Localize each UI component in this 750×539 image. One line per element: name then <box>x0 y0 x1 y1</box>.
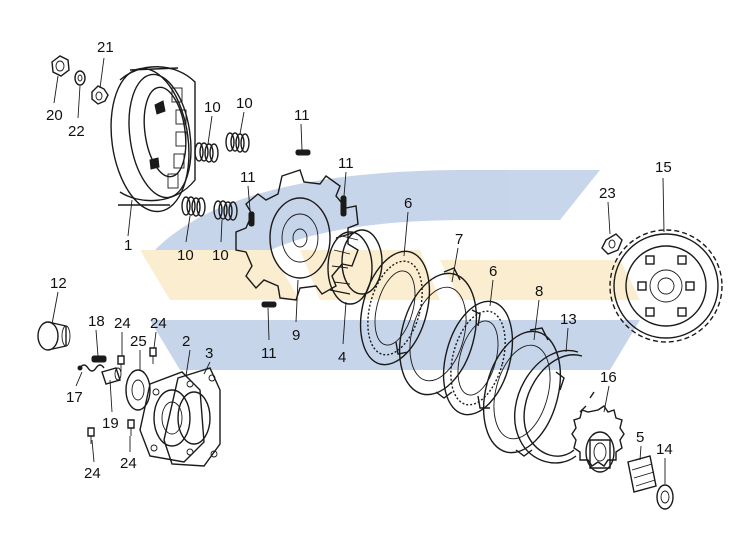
label-part-20: 20 <box>46 107 63 124</box>
spring-part-10-a <box>194 142 219 163</box>
label-part-12: 12 <box>50 275 67 292</box>
washer-part-14 <box>656 484 674 510</box>
label-part-3: 3 <box>205 345 213 362</box>
screw-part-24-c <box>87 427 95 444</box>
clutch-hub-part-9 <box>235 169 359 301</box>
watermark-logo <box>140 170 640 370</box>
label-part-23: 23 <box>599 185 616 202</box>
label-part-7: 7 <box>455 231 463 248</box>
primary-gear-part-15 <box>609 229 723 343</box>
label-part-25: 25 <box>130 333 147 350</box>
label-part-9: 9 <box>292 327 300 344</box>
pin-part-11-d <box>261 301 277 308</box>
lock-washer-part-21 <box>91 85 109 105</box>
snap-ring-part-13 <box>514 349 595 464</box>
label-part-10-a: 10 <box>204 99 221 116</box>
callout-labels: 20 22 21 1 10 10 11 11 11 10 10 11 9 4 6… <box>46 39 673 482</box>
roller-part-19 <box>101 367 122 385</box>
spring-part-10-d <box>213 200 238 221</box>
label-part-14: 14 <box>656 441 673 458</box>
label-part-17: 17 <box>66 389 83 406</box>
label-part-24-a: 24 <box>114 315 131 332</box>
needle-bearing-part-5 <box>627 455 657 493</box>
label-part-6-a: 6 <box>404 195 412 212</box>
cam-plate-part-25 <box>125 369 151 411</box>
label-part-1: 1 <box>124 237 132 254</box>
cover-part-3 <box>163 367 221 467</box>
label-part-11-d: 11 <box>261 345 277 362</box>
label-part-15: 15 <box>655 159 672 176</box>
label-part-24-d: 24 <box>120 455 137 472</box>
spring-part-10-c <box>181 196 206 217</box>
drive-plate-part-8 <box>477 327 565 457</box>
label-part-8: 8 <box>535 283 543 300</box>
label-part-24-c: 24 <box>84 465 101 482</box>
label-part-10-c: 10 <box>177 247 194 264</box>
one-way-clutch-part-4 <box>327 229 383 305</box>
label-part-19: 19 <box>102 415 119 432</box>
spring-part-10-b <box>225 132 250 153</box>
label-part-2: 2 <box>182 333 190 350</box>
label-part-11-b: 11 <box>338 155 354 172</box>
pin-part-11-a <box>295 149 311 156</box>
nut-part-20 <box>51 55 70 77</box>
screw-part-24-b <box>149 347 157 364</box>
label-part-18: 18 <box>88 313 105 330</box>
cam-button-part-12 <box>37 321 71 351</box>
screw-part-24-a <box>117 355 125 372</box>
washer-part-22 <box>74 70 86 86</box>
label-part-11-a: 11 <box>294 107 310 124</box>
label-part-13: 13 <box>560 311 577 328</box>
small-gear-part-16 <box>571 405 625 473</box>
steel-plate-part-7 <box>395 267 481 399</box>
spring-part-17 <box>77 364 105 372</box>
clutch-outer-drum <box>110 66 196 213</box>
washer-part-23 <box>601 233 623 255</box>
label-part-10-d: 10 <box>212 247 229 264</box>
housing-part-2 <box>139 371 205 463</box>
label-part-4: 4 <box>338 349 346 366</box>
label-part-5: 5 <box>636 429 644 446</box>
label-part-6-b: 6 <box>489 263 497 280</box>
friction-plate-part-6-a <box>359 250 431 366</box>
pin-part-18 <box>91 355 107 363</box>
label-part-10-b: 10 <box>236 95 253 112</box>
label-part-16: 16 <box>600 369 617 386</box>
label-part-22: 22 <box>68 123 85 140</box>
leader-lines <box>51 57 666 484</box>
label-part-24-b: 24 <box>150 315 167 332</box>
label-part-11-c: 11 <box>240 169 256 186</box>
screw-part-24-d <box>127 419 135 436</box>
label-part-21: 21 <box>97 39 114 56</box>
